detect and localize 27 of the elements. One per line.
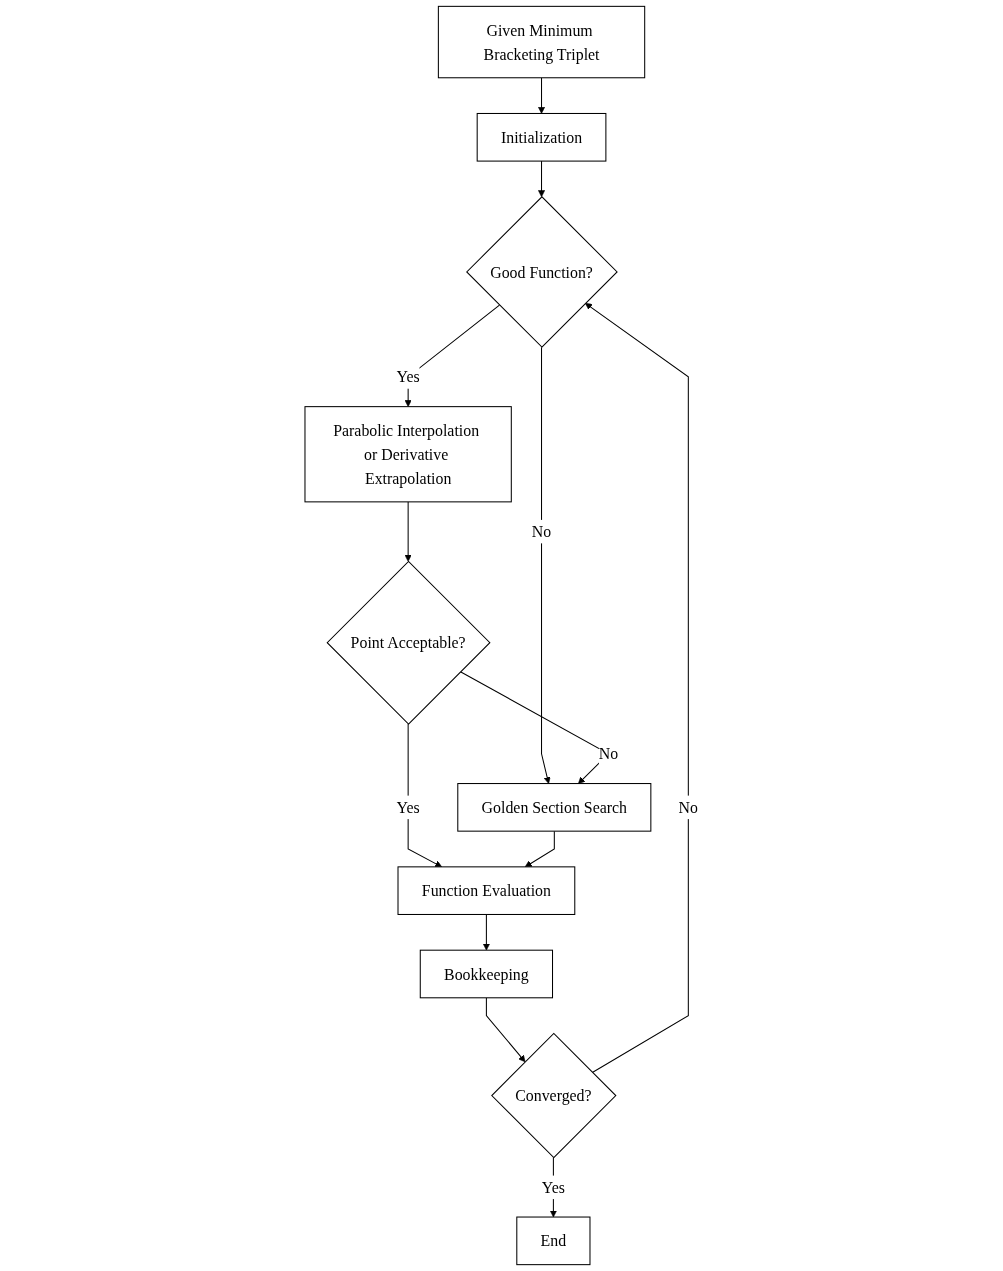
node-box: Bookkeeping [419,949,554,999]
node-box: End [516,1216,591,1266]
node-box: Initialization [476,112,607,162]
arrow [538,160,545,198]
arrow [541,346,551,784]
arrow [485,997,526,1063]
node-diamond: Point Acceptable? [326,560,491,725]
arrow [585,303,689,1073]
edge-label: No [598,745,619,763]
arrow [407,723,442,868]
node-box: Parabolic Interpolation or Derivative Extrapolation [304,406,512,503]
edge-label: Yes [396,368,420,386]
arrow [549,1157,557,1218]
arrow [524,830,555,868]
arrow [404,304,500,407]
arrow [482,913,490,951]
edge-label: No [678,798,699,817]
node-box: Given Minimum Bracketing Triplet [437,5,646,79]
arrow [538,77,545,114]
edge-label: Yes [396,798,420,817]
edge-label: Yes [541,1178,565,1197]
edge-label: No [531,522,552,541]
arrow [404,501,412,562]
node-diamond: Good Function? [466,196,618,348]
node-box: Function Evaluation [397,866,576,915]
node-diamond: Converged? [491,1032,617,1159]
node-box: Golden Section Search [457,783,652,832]
